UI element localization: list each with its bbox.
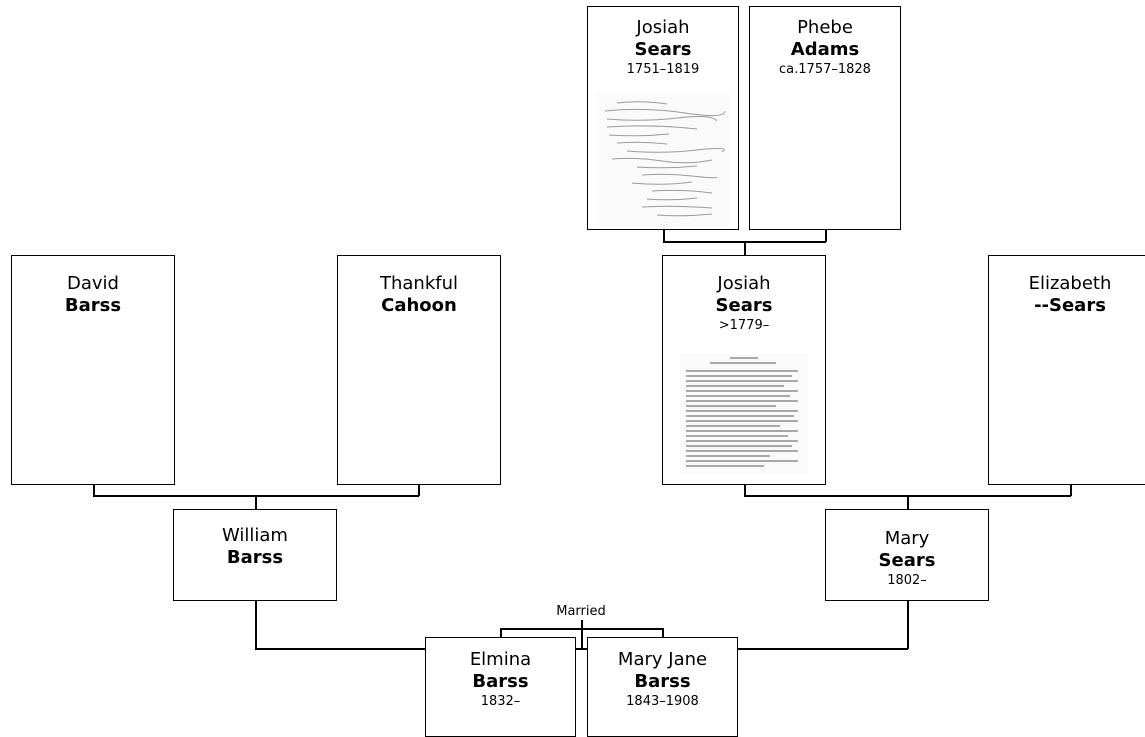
life-dates: >1779– (718, 318, 770, 333)
person-box-thankful-cahoon[interactable]: Thankful Cahoon (337, 255, 501, 485)
children-line (500, 628, 663, 630)
connector (93, 484, 95, 496)
person-box-mary-sears[interactable]: Mary Sears 1802– (825, 509, 989, 601)
first-name: William (222, 525, 288, 546)
person-box-david-barss[interactable]: David Barss (11, 255, 175, 485)
first-name: Thankful (379, 273, 458, 294)
last-name: Barss (634, 671, 691, 692)
connector (663, 229, 665, 242)
last-name: Barss (472, 671, 529, 692)
last-name: Sears (715, 295, 773, 316)
person-box-william-barss[interactable]: William Barss (173, 509, 337, 601)
connector (662, 628, 664, 638)
life-dates: 1751–1819 (626, 62, 700, 77)
life-dates: 1802– (887, 573, 927, 588)
connector (907, 495, 909, 510)
connector (581, 620, 583, 649)
last-name: Sears (634, 39, 692, 60)
connector (418, 484, 420, 496)
first-name: Mary Jane (617, 649, 708, 670)
connector (1070, 484, 1072, 496)
first-name: Elizabeth (1028, 273, 1112, 294)
connector (907, 600, 909, 649)
connector (500, 628, 502, 638)
handwritten-document-icon (597, 93, 730, 227)
last-name: Cahoon (381, 295, 457, 316)
connector (255, 600, 257, 649)
connector (744, 484, 746, 496)
first-name: Mary (884, 528, 930, 549)
last-name: Barss (64, 295, 122, 316)
person-box-phebe-adams[interactable]: Phebe Adams ca.1757–1828 (749, 6, 901, 230)
last-name: Sears (878, 550, 936, 571)
person-box-josiah-sears-jr[interactable]: Josiah Sears >1779– (662, 255, 826, 485)
last-name: Barss (226, 547, 284, 568)
typed-document-icon (680, 354, 808, 474)
first-name: Josiah (717, 273, 771, 294)
first-name: David (67, 273, 119, 294)
life-dates: 1832– (480, 694, 521, 709)
life-dates: 1843–1908 (626, 694, 699, 709)
connector (825, 229, 827, 242)
married-label: Married (556, 604, 606, 619)
connector (255, 495, 257, 510)
first-name: Josiah (636, 17, 690, 38)
last-name: --Sears (1034, 295, 1106, 316)
first-name: Phebe (797, 17, 853, 38)
last-name: Adams (790, 39, 860, 60)
life-dates: ca.1757–1828 (779, 62, 871, 77)
person-box-josiah-sears-sr[interactable]: Josiah Sears 1751–1819 (587, 6, 739, 230)
person-box-elizabeth-sears[interactable]: Elizabeth --Sears (988, 255, 1145, 485)
first-name: Elmina (469, 649, 532, 670)
person-box-mary-jane-barss[interactable]: Mary Jane Barss 1843–1908 (587, 637, 738, 737)
person-box-elmina-barss[interactable]: Elmina Barss 1832– (425, 637, 576, 737)
connector (744, 241, 746, 256)
